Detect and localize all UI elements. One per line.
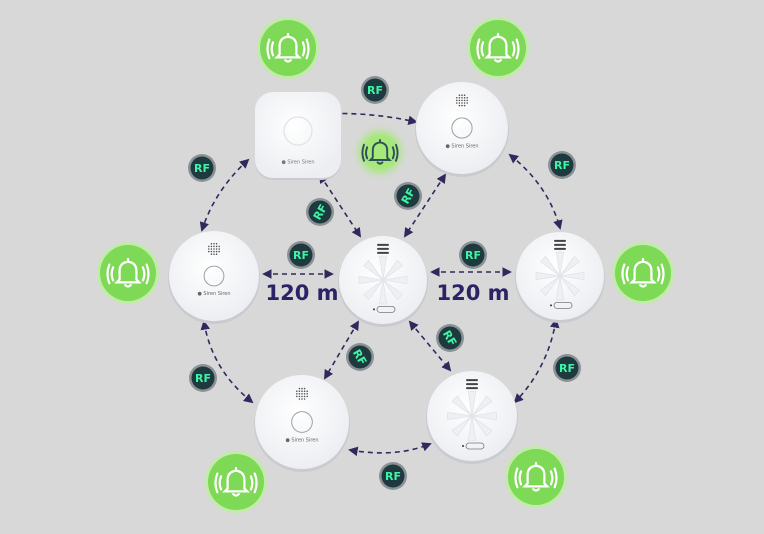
rf-link-arrow [513,318,560,404]
test-button [465,442,485,450]
heat-detector-1 [338,236,428,327]
rf-link-arrow [408,320,452,372]
brand-logo: ● Siren Siren [281,159,314,165]
square-detector: ● Siren Siren [255,92,341,180]
bell-ringing-icon [266,32,310,63]
rf-label: RF [367,84,383,97]
heat-detector-2 [515,232,605,323]
brand-logo: ● Siren Siren [445,143,478,149]
rf-badge: RF [306,198,334,226]
rf-badge: RF [436,324,464,352]
brand-logo: ● Siren Siren [285,438,318,444]
heat-detector-3 [426,371,518,464]
rf-badge: RF [188,154,216,182]
rf-badge: RF [553,354,581,382]
rf-badge: RF [346,343,374,371]
rf-label: RF [559,362,575,375]
smoke-detector-2: ● Siren Siren [168,231,260,324]
alarm-bell [612,242,674,304]
bell-ringing-icon [214,466,258,497]
rf-badge: RF [189,364,217,392]
bell-ringing-icon [514,461,558,492]
distance-label-left: 120 m [265,281,338,305]
rf-label: RF [385,470,401,483]
rf-link-arrow [348,442,432,457]
rf-link-arrow [403,173,447,238]
rf-link-arrow [508,153,563,230]
bell-ringing-icon [621,257,665,288]
alarm-bell [97,242,159,304]
test-button [376,305,396,313]
rf-links [199,112,563,457]
rf-badge: RF [459,241,487,269]
alarm-bell [505,446,567,508]
rf-label: RF [293,249,309,262]
alarm-bell [467,17,529,79]
rf-badge: RF [379,462,407,490]
rf-label: RF [554,159,570,172]
rf-link-arrow [324,320,359,380]
test-button [203,265,225,287]
rf-link-arrow [318,173,362,238]
brand-logo: ● Siren Siren [197,291,230,297]
rf-badges: RF RF RF RF RF RF RF RF RF RF RF RF [188,76,581,490]
bell-ringing-icon [106,257,150,288]
rf-label: RF [194,162,210,175]
smoke-detector-1: ● Siren Siren [415,82,509,177]
rf-link-arrow [200,320,254,404]
alarm-bell [205,451,267,513]
smoke-detector-3: ● Siren Siren [254,375,350,472]
rf-badge: RF [361,76,389,104]
rf-badge: RF [394,182,422,210]
distance-label-right: 120 m [436,281,509,305]
rf-label: RF [195,372,211,385]
rf-badge: RF [548,151,576,179]
alarm-bell [350,122,410,182]
test-button [291,411,313,433]
rf-link-arrow [199,158,250,232]
detectors: ● Siren Siren ● Siren Siren ● Siren Siren ●… [168,82,605,472]
rf-label: RF [465,249,481,262]
bell-ringing-icon [476,32,520,63]
alarm-bell [257,17,319,79]
test-button [451,117,473,139]
rf-badge: RF [287,241,315,269]
test-button [553,301,573,309]
alarm-bells [97,17,674,513]
bell-ringing-icon [361,139,399,165]
